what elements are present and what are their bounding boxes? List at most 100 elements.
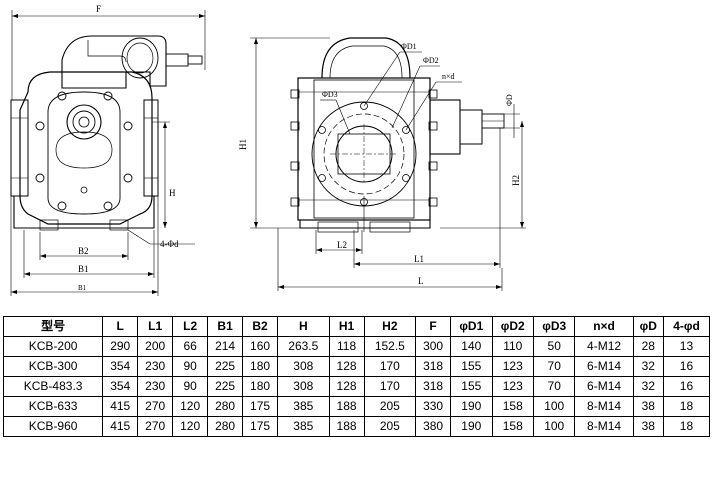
table-cell: 205 [363,396,417,417]
table-header-cell: L [102,316,139,337]
table-cell: 158 [491,416,534,437]
table-cell: 308 [277,376,330,397]
table-cell: 28 [632,336,664,357]
table-header-cell: 4-φd [662,316,711,337]
table-cell: 180 [242,356,279,377]
table-cell: 6-M14 [574,376,634,397]
table-header-cell: H2 [363,316,417,337]
dim-L2-label: L2 [337,240,347,250]
table-cell: 120 [172,416,209,437]
table-cell: 308 [277,356,330,377]
table-cell: 32 [632,356,664,377]
table-header-cell: H1 [328,316,365,337]
table-cell: 18 [662,396,711,417]
dim-H-label: H [169,188,176,198]
table-header-cell: B1 [207,316,244,337]
table-cell: 38 [632,416,664,437]
table-cell: 128 [328,376,365,397]
table-cell: 385 [277,416,330,437]
table-header-cell: L1 [137,316,174,337]
dim-H2-label: H2 [511,175,521,186]
table-cell: 318 [415,356,452,377]
table-cell: 270 [137,416,174,437]
table-cell: 123 [491,376,534,397]
table-header-cell: F [415,316,452,337]
table-cell: 13 [662,336,711,357]
model-cell: KCB-200 [2,336,104,357]
table-cell: 16 [662,356,711,377]
table-cell: 18 [662,416,711,437]
dim-L-label: L [418,276,424,286]
table-cell: 214 [207,336,244,357]
side-view: H1 [238,37,526,291]
table-cell: 90 [172,376,209,397]
table-cell: 16 [662,376,711,397]
table-cell: 354 [102,376,139,397]
dim-L1-label: L1 [414,254,424,264]
table-cell: 280 [207,396,244,417]
dim-4d-label: 4-Φd [160,239,179,249]
table-cell: 175 [242,396,279,417]
table-cell: 110 [491,336,534,357]
dim-B1-label: B1 [78,264,89,274]
table-cell: 190 [450,396,493,417]
table-cell: 123 [491,356,534,377]
dim-D2-label: ΦD2 [423,56,439,65]
dim-H1-label: H1 [238,139,248,150]
table-cell: 170 [363,376,417,397]
dim-D-label: ΦD [505,94,514,106]
table-cell: 415 [102,416,139,437]
table-cell: 120 [172,396,209,417]
table-header-cell: φD3 [532,316,576,337]
table-cell: 140 [450,336,493,357]
table-cell: 118 [328,336,365,357]
table-cell: 205 [363,416,417,437]
table-cell: 32 [632,376,664,397]
table-cell: 66 [172,336,209,357]
dim-B1-outer-label: B1 [78,284,87,292]
table-cell: 318 [415,376,452,397]
table-cell: 152.5 [363,336,417,357]
table-cell: 38 [632,396,664,417]
table-cell: 385 [277,396,330,417]
table-cell: 380 [415,416,452,437]
dim-nxd-label: n×d [442,72,455,81]
table-cell: 188 [328,396,365,417]
technical-drawing: F [10,4,526,296]
dim-B2-label: B2 [78,246,89,256]
table-header-cell: B2 [242,316,279,337]
table-cell: 170 [363,356,417,377]
table-cell: 188 [328,416,365,437]
table-cell: 263.5 [277,336,330,357]
table-cell: 8-M14 [574,416,634,437]
table-cell: 100 [532,416,576,437]
table-cell: 6-M14 [574,356,634,377]
table-cell: 155 [450,376,493,397]
table-header-cell: φD [632,316,664,337]
table-cell: 270 [137,396,174,417]
table-cell: 100 [532,396,576,417]
table-cell: 230 [137,356,174,377]
table-cell: 50 [532,336,576,357]
table-header-cell: H [277,316,330,337]
dim-D3-label: ΦD3 [322,90,338,99]
table-cell: 160 [242,336,279,357]
model-cell: KCB-300 [2,356,104,377]
table-cell: 280 [207,416,244,437]
table-header-cell: φD1 [450,316,493,337]
table-cell: 4-M12 [574,336,634,357]
table-cell: 330 [415,396,452,417]
table-cell: 300 [415,336,452,357]
table-header-cell: n×d [574,316,634,337]
table-cell: 354 [102,356,139,377]
table-cell: 225 [207,376,244,397]
table-cell: 190 [450,416,493,437]
